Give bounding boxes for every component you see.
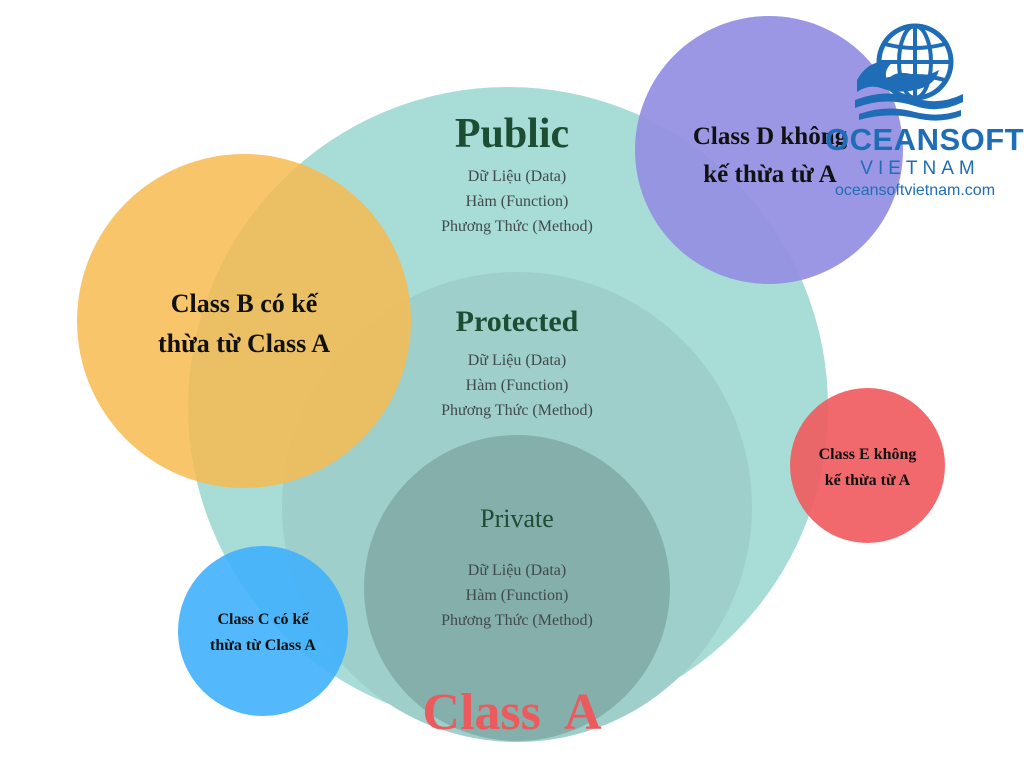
globe-wave-icon — [855, 23, 963, 121]
protected-items: Dữ Liệu (Data) Hàm (Function) Phương Thứ… — [412, 348, 622, 423]
public-item-function: Hàm (Function) — [465, 193, 569, 210]
class-d-text: Class D không kế thừa từ A — [692, 123, 848, 188]
class-e-circle — [790, 388, 945, 543]
private-item-data: Dữ Liệu (Data) — [467, 562, 567, 579]
class-b-text: Class B có kế thừa từ Class A — [157, 289, 331, 358]
public-items: Dữ Liệu (Data) Hàm (Function) Phương Thứ… — [412, 164, 622, 239]
logo-brand: OCEANSOFT — [825, 122, 1024, 157]
logo-country: VIETNAM — [860, 158, 980, 179]
private-item-method: Phương Thức (Method) — [441, 612, 593, 629]
private-items: Dữ Liệu (Data) Hàm (Function) Phương Thứ… — [412, 558, 622, 633]
class-b-circle — [77, 154, 411, 488]
oceansoft-logo: OCEANSOFT VIETNAM oceansoftvietnam.com — [815, 18, 1024, 208]
class-a-label: Class A — [422, 684, 602, 741]
private-title: Private — [480, 504, 554, 533]
class-c-text: Class C có kế thừa từ Class A — [210, 611, 316, 654]
protected-item-method: Phương Thức (Method) — [441, 402, 593, 419]
private-circle — [364, 435, 670, 741]
public-item-method: Phương Thức (Method) — [441, 218, 593, 235]
protected-item-function: Hàm (Function) — [465, 377, 569, 394]
public-title: Public — [454, 111, 570, 157]
logo-website[interactable]: oceansoftvietnam.com — [834, 182, 996, 199]
class-d-circle — [635, 16, 903, 284]
public-item-data: Dữ Liệu (Data) — [467, 168, 567, 185]
protected-title: Protected — [455, 305, 579, 338]
protected-item-data: Dữ Liệu (Data) — [467, 352, 567, 369]
class-e-text: Class E không kế thừa từ A — [818, 446, 917, 489]
class-c-circle — [178, 546, 348, 716]
private-item-function: Hàm (Function) — [465, 587, 569, 604]
